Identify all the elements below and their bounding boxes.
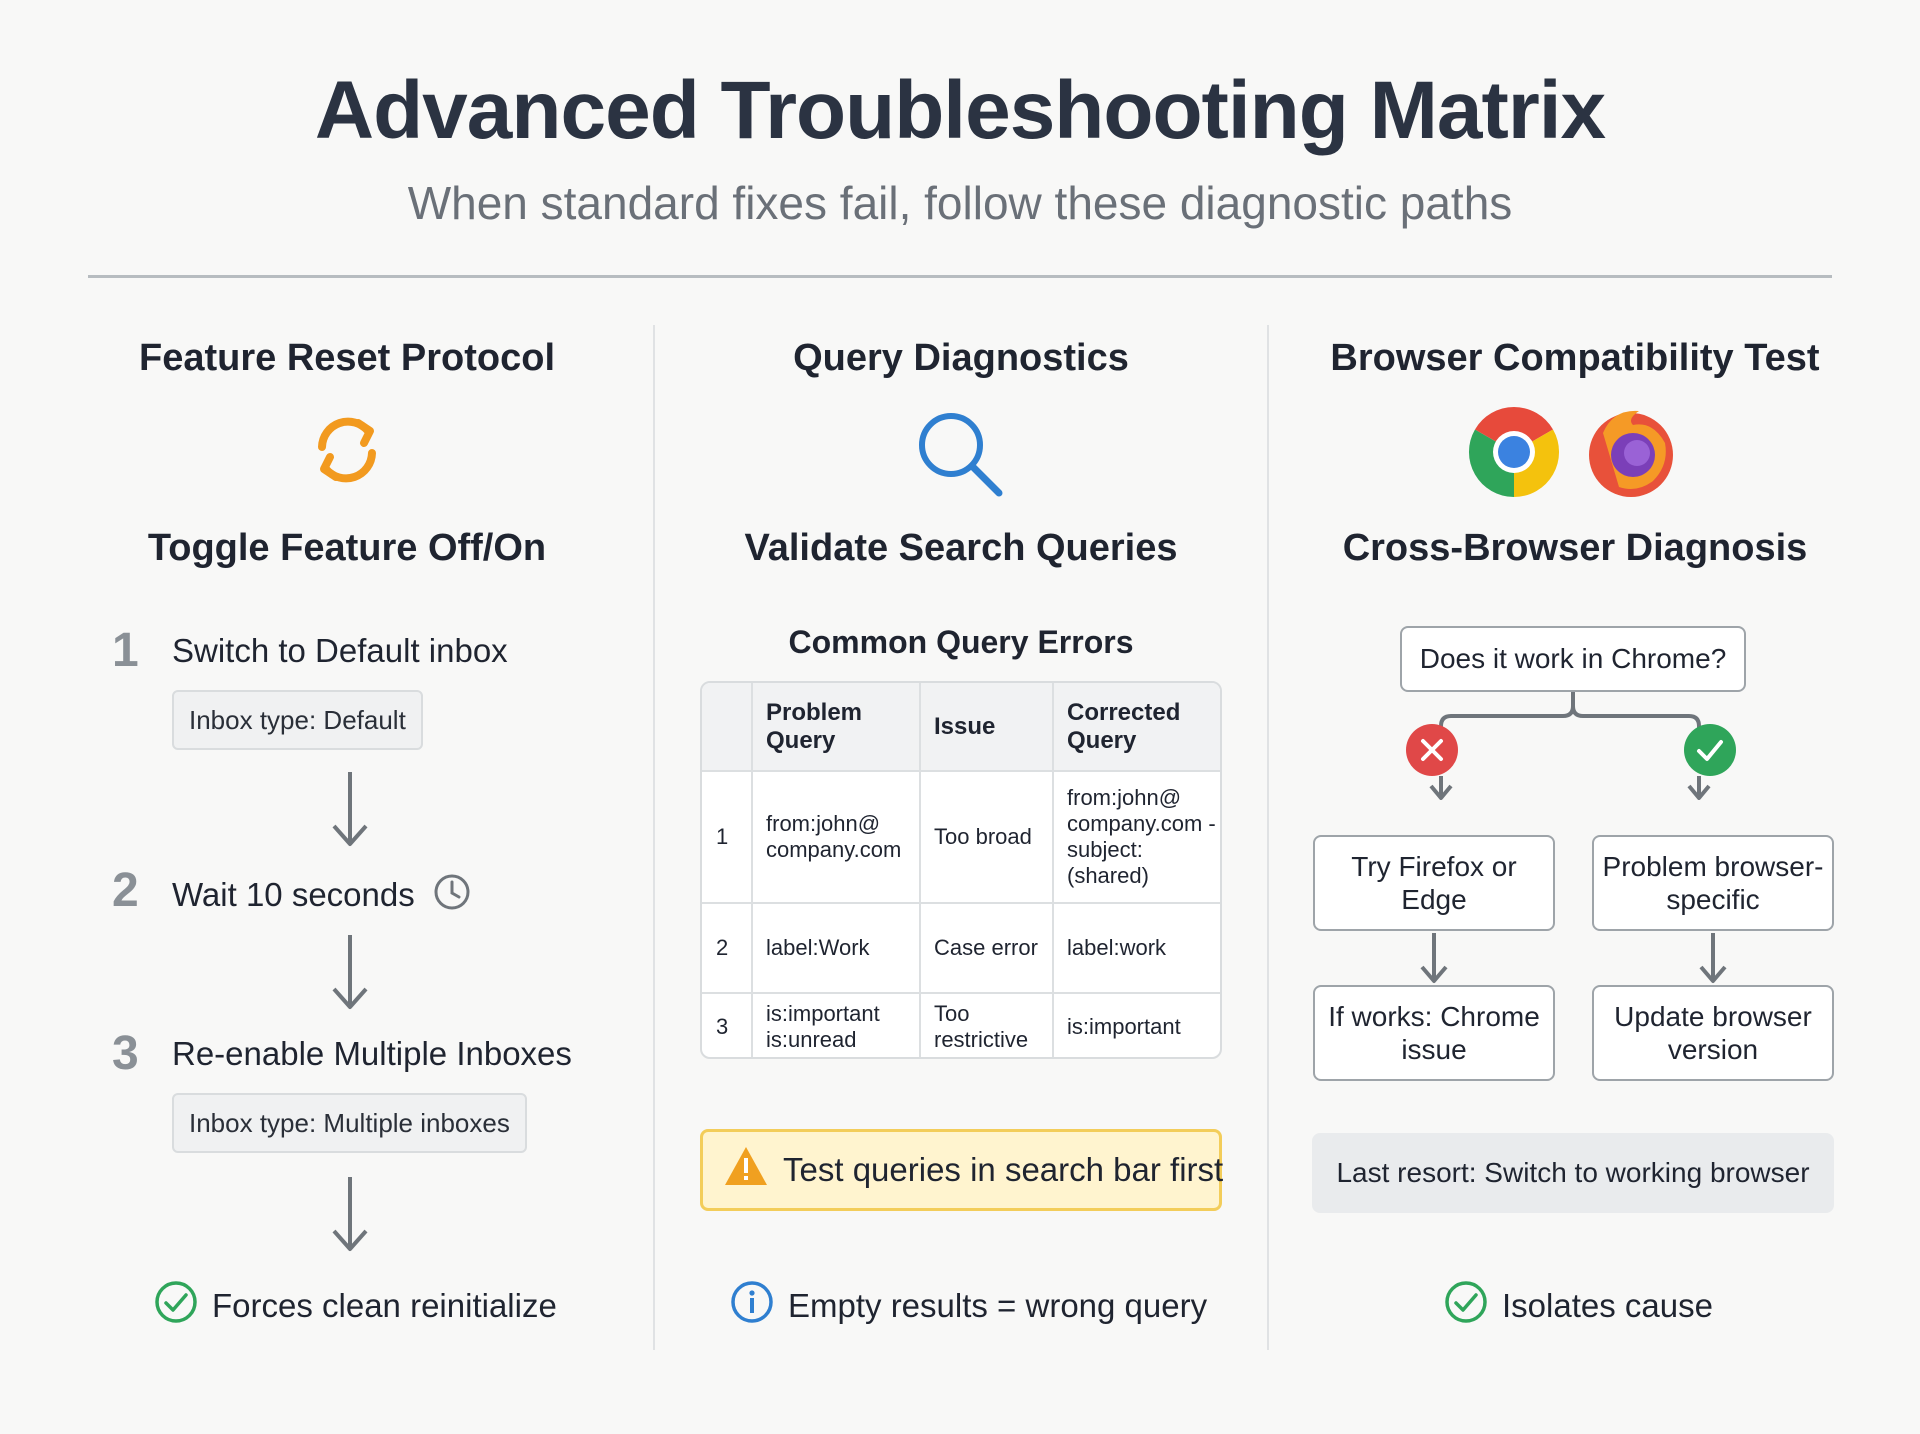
- query-diagnostics-column: Query Diagnostics Validate Search Querie…: [655, 325, 1267, 1355]
- question-node: Does it work in Chrome?: [1400, 626, 1746, 692]
- query-errors-table: Problem Query Issue Corrected Query 1 fr…: [700, 681, 1222, 1059]
- table-header-cell: Corrected Query: [1053, 683, 1220, 771]
- table-caption: Common Query Errors: [788, 624, 1134, 660]
- branch-connector: [1429, 692, 1711, 800]
- table-gridline: [751, 683, 753, 1057]
- step-label: Wait 10 seconds: [172, 872, 472, 920]
- table-header-cell: Issue: [920, 683, 1053, 771]
- page-subtitle: When standard fixes fail, follow these d…: [407, 177, 1513, 229]
- arrow-down-icon: [328, 933, 372, 1018]
- table-gridline: [702, 902, 1220, 904]
- chrome-icon: [1467, 405, 1561, 504]
- warning-triangle-icon: [723, 1145, 769, 1195]
- inbox-type-chip: Inbox type: Default: [172, 690, 423, 750]
- column-subtitle: Validate Search Queries: [744, 527, 1178, 569]
- column-subtitle: Cross-Browser Diagnosis: [1342, 527, 1808, 569]
- firefox-icon: [1583, 403, 1679, 504]
- result-text: Forces clean reinitialize: [212, 1287, 557, 1324]
- table-gridline: [702, 770, 1220, 772]
- table-cell: label:Work: [766, 935, 870, 961]
- header-divider: [88, 275, 1832, 278]
- step-number: 3: [112, 1027, 139, 1080]
- column-title: Browser Compatibility Test: [1330, 337, 1820, 379]
- refresh-icon: [304, 407, 390, 498]
- table-gridline: [702, 992, 1220, 994]
- step-number: 2: [112, 864, 139, 917]
- table-gridline: [1052, 683, 1054, 1057]
- table-header-cell: Problem Query: [752, 683, 920, 771]
- table-gridline: [919, 683, 921, 1057]
- table-header-cell: [702, 683, 752, 771]
- table-cell: from:john@ company.com -subject: (shared…: [1067, 785, 1216, 888]
- update-browser-node: Update browser version: [1592, 985, 1834, 1081]
- step-number: 1: [112, 624, 139, 677]
- try-other-browser-node: Try Firefox or Edge: [1313, 835, 1555, 931]
- table-cell-index: 3: [716, 1014, 729, 1040]
- step-connector: [1420, 933, 1727, 983]
- yes-check-icon: [1683, 723, 1737, 782]
- note-text: Empty results = wrong query: [788, 1287, 1208, 1324]
- column-subtitle: Toggle Feature Off/On: [147, 527, 547, 569]
- table-cell: label:work: [1067, 935, 1167, 961]
- note-row: Empty results = wrong query: [730, 1280, 1207, 1332]
- inbox-type-chip: Inbox type: Multiple inboxes: [172, 1093, 527, 1153]
- table-cell: is:important is:unread: [766, 1001, 880, 1052]
- feature-reset-column: Feature Reset Protocol Toggle Feature Of…: [40, 325, 654, 1355]
- check-circle-icon: [1444, 1280, 1488, 1332]
- table-cell: Case error: [934, 935, 1038, 961]
- chrome-issue-node: If works: Chrome issue: [1313, 985, 1555, 1081]
- browser-compatibility-column: Browser Compatibility Test Cross-Browser…: [1269, 325, 1881, 1355]
- result-text: Isolates cause: [1502, 1287, 1713, 1324]
- result-row: Forces clean reinitialize: [154, 1280, 557, 1332]
- table-cell: Too restrictive: [934, 1001, 1029, 1052]
- result-row: Isolates cause: [1444, 1280, 1713, 1332]
- column-title: Query Diagnostics: [793, 337, 1129, 379]
- page-title: Advanced Troubleshooting Matrix: [314, 65, 1606, 156]
- warning-banner: Test queries in search bar first: [700, 1129, 1224, 1211]
- column-divider: [653, 325, 655, 1350]
- column-divider: [1267, 325, 1269, 1350]
- clock-icon: [432, 872, 472, 920]
- table-cell: from:john@ company.com: [766, 811, 902, 862]
- table-cell-index: 2: [716, 935, 729, 961]
- search-icon: [911, 407, 1011, 502]
- warning-text: Test queries in search bar first: [783, 1151, 1224, 1188]
- table-cell: Too broad: [934, 824, 1032, 850]
- browser-specific-node: Problem browser-specific: [1592, 835, 1834, 931]
- arrow-down-icon: [328, 1175, 372, 1260]
- table-cell-index: 1: [716, 824, 729, 850]
- column-title: Feature Reset Protocol: [139, 337, 555, 379]
- arrow-down-icon: [328, 770, 372, 855]
- table-cell: is:important: [1067, 1014, 1181, 1040]
- check-circle-icon: [154, 1280, 198, 1332]
- step-label: Re-enable Multiple Inboxes: [172, 1035, 572, 1072]
- no-x-icon: [1405, 723, 1459, 782]
- info-icon: [730, 1280, 774, 1332]
- step-label-text: Wait 10 seconds: [172, 876, 415, 913]
- step-label: Switch to Default inbox: [172, 632, 508, 669]
- last-resort-banner: Last resort: Switch to working browser: [1312, 1133, 1834, 1213]
